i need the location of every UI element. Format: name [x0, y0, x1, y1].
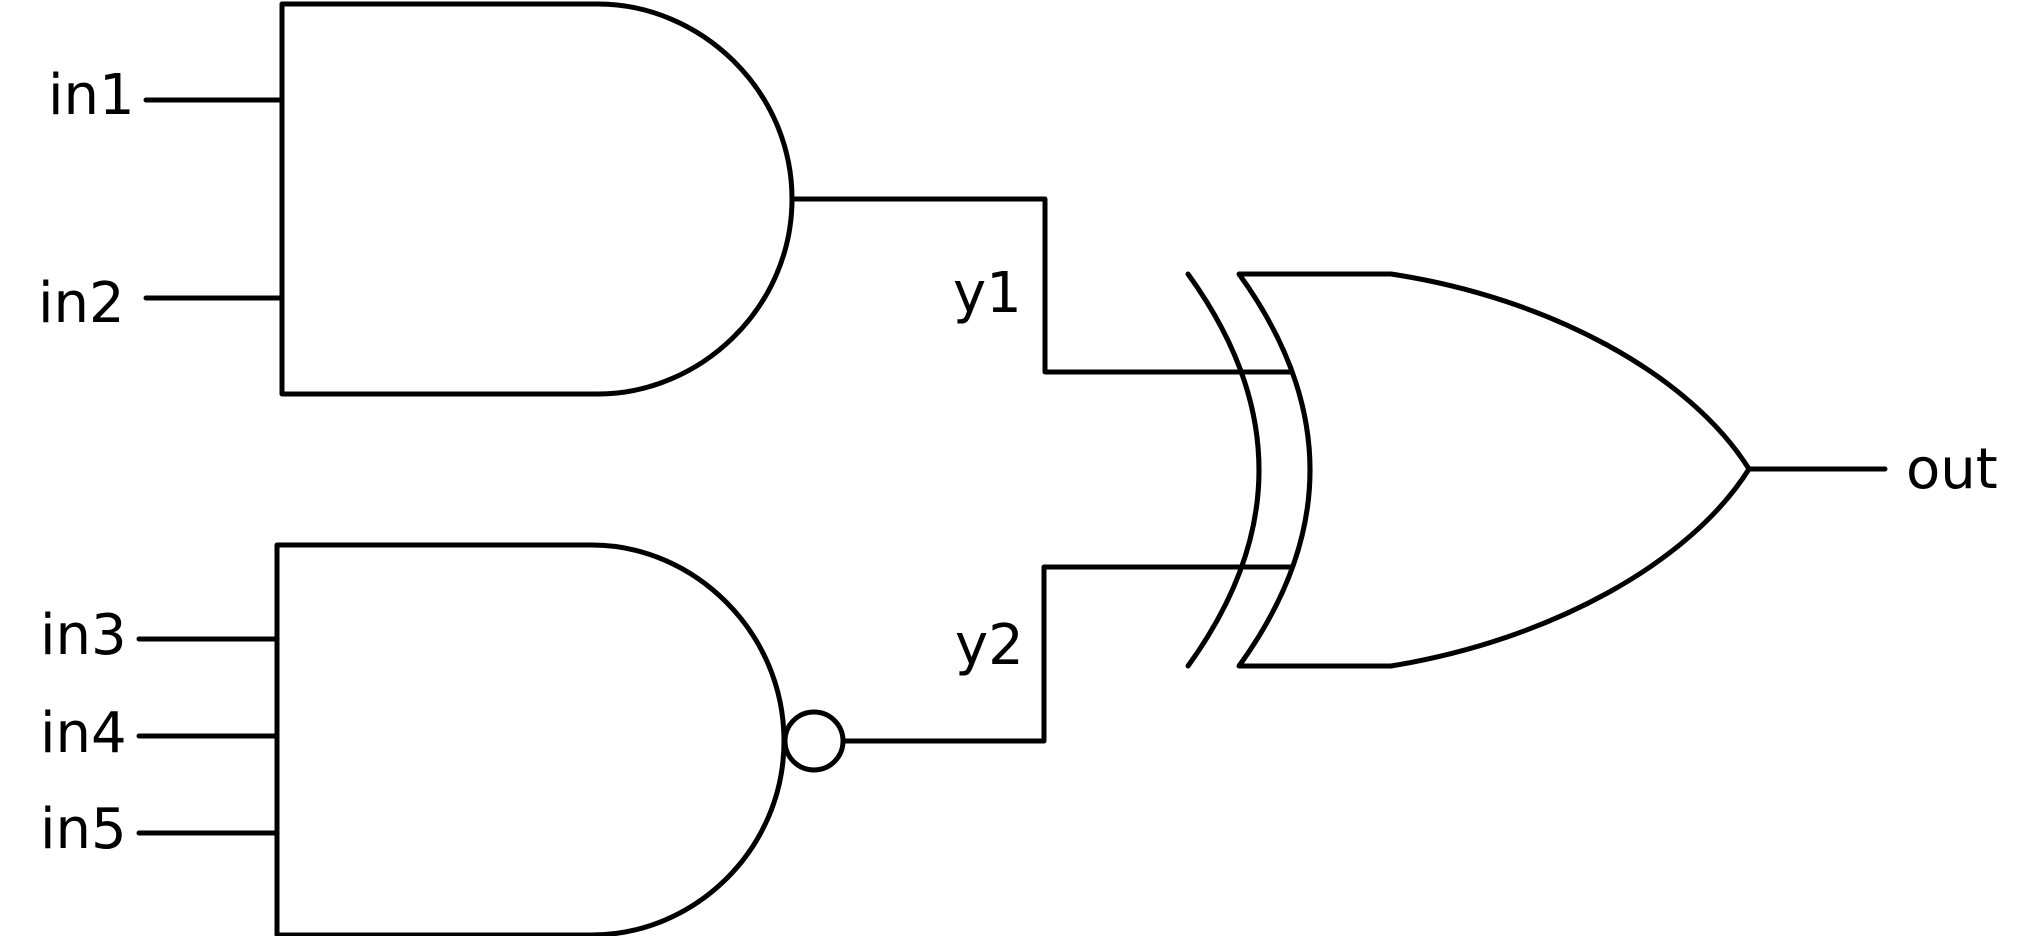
label-in1: in1 [48, 63, 135, 128]
nand-inversion-bubble [782, 709, 846, 773]
label-in2: in2 [38, 271, 125, 336]
xor-back-arc [1185, 271, 1262, 669]
label-in3: in3 [40, 603, 127, 668]
xor-gate-g3 [1236, 271, 1752, 669]
label-in5: in5 [40, 797, 127, 862]
label-out: out [1906, 437, 1998, 502]
and-gate-g1 [279, 1, 795, 397]
label-in4: in4 [40, 701, 127, 766]
label-y1: y1 [953, 261, 1022, 326]
nand-gate-g2 [274, 542, 787, 936]
wire-y1 [789, 196, 1294, 375]
wire-y2 [840, 564, 1294, 744]
label-y2: y2 [955, 613, 1024, 678]
